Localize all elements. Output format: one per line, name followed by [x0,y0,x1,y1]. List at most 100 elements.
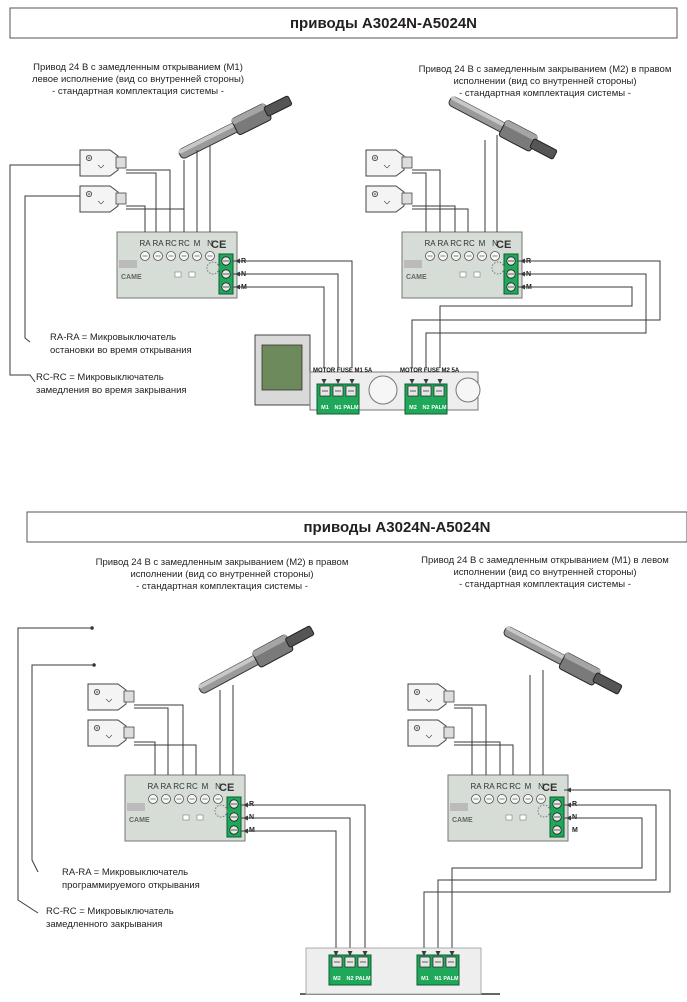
switch-plug [443,726,455,739]
terminal-label: RC [178,239,190,248]
connector-pin-label: N2 [422,405,429,411]
wire-arrow [335,379,341,384]
terminal-label: N [215,782,221,791]
note-rc-line: RC-RC = Микровыключатель [36,372,164,383]
title-bar: приводы А3024N-А5024N [9,7,678,39]
motor-label-m1: MOTOR FUSE M1 5A [313,368,373,374]
micro-switch [365,185,413,213]
terminal-label: RA [437,239,449,248]
switch-body [79,149,119,177]
terminal-label: RA [139,239,151,248]
brand-label: CAME [452,817,473,824]
dip-switch [459,271,467,278]
gear-icon [491,261,505,275]
switch-plug [401,192,413,205]
switch-plug [443,690,455,703]
terminal-label: RA [152,239,164,248]
wire-arrow [520,258,525,264]
wire-arrow [437,379,443,384]
gear-icon [537,804,551,818]
caption-line: Привод 24 В с замедленным открыванием (М… [421,555,669,566]
ce-mark: CE [219,782,234,794]
gear-icon [214,804,228,818]
motor-caption: Привод 24 В с замедленным закрыванием (М… [96,557,349,592]
title-bar: приводы А3024N-А5024N [26,511,687,543]
terminal-label: RC [450,239,462,248]
ce-mark: CE [211,239,226,251]
title-frame [26,511,687,543]
wire [134,741,156,775]
dip-switch [505,814,513,821]
wire [126,172,157,232]
wire [425,273,647,368]
caption-line: исполнении (вид со внутренней стороны) [130,569,313,580]
caption-line: - стандартная комплектация системы - [459,88,631,99]
connector-pin-label: PALM [355,976,371,982]
micro-switch [407,719,455,747]
wire-arrow [566,802,571,808]
motor-caption: Привод 24 В с замедленным закрыванием (М… [419,64,672,99]
wire-arrow [566,787,571,793]
wire-arrow [421,951,427,956]
wire [24,195,80,343]
wire [423,789,671,955]
connector-pin-label: M1 [421,976,429,982]
wire [126,205,146,232]
title-frame [9,7,678,39]
board-tab [450,803,468,811]
wire-arrow [243,802,248,808]
wire [233,273,339,368]
ce-mark: CE [542,782,557,794]
switch-plug [401,156,413,169]
wire-arrow [333,951,339,956]
note-rc-line: RC-RC = Микровыключатель [46,906,174,917]
terminal-label: RC [509,782,521,791]
wire [134,707,169,775]
actuator [503,626,623,695]
terminal-label: N [492,239,498,248]
terminal-label: M [479,239,486,248]
caption-line: исполнении (вид со внутренней стороны) [453,567,636,578]
connector-pin-label: N1 [334,405,341,411]
caption-line: - стандартная комплектация системы - [136,581,308,592]
brand-label: CAME [121,274,142,281]
wire [411,260,661,368]
terminal-label: N [207,239,213,248]
switch-body [407,719,447,747]
micro-switch [87,683,135,711]
micro-switch [79,185,127,213]
caption-line: левое исполнение (вид со внутренней стор… [32,74,244,85]
connector-pin-label: M2 [333,976,341,982]
terminal-label: RC [496,782,508,791]
dip-switch [519,814,527,821]
connector-pin-label: M2 [409,405,417,411]
micro-switch [407,683,455,711]
wire [134,744,197,775]
motor-caption: Привод 24 В с замедленным открыванием (М… [32,62,244,97]
wire [412,169,441,232]
wire [241,830,337,955]
actuator-mount [592,672,623,695]
wire-arrow [409,379,415,384]
motor-label-m2: MOTOR FUSE M2 5A [400,368,460,374]
wire-arrow [235,284,240,290]
connector-pin-label: N1 [434,976,441,982]
terminal-label: RA [470,782,482,791]
actuator-body [198,625,315,694]
wire [9,164,80,383]
terminal-label: RC [186,782,198,791]
wire [412,205,456,232]
wire [437,804,657,955]
brand-label: CAME [129,817,150,824]
micro-switch [79,149,127,177]
